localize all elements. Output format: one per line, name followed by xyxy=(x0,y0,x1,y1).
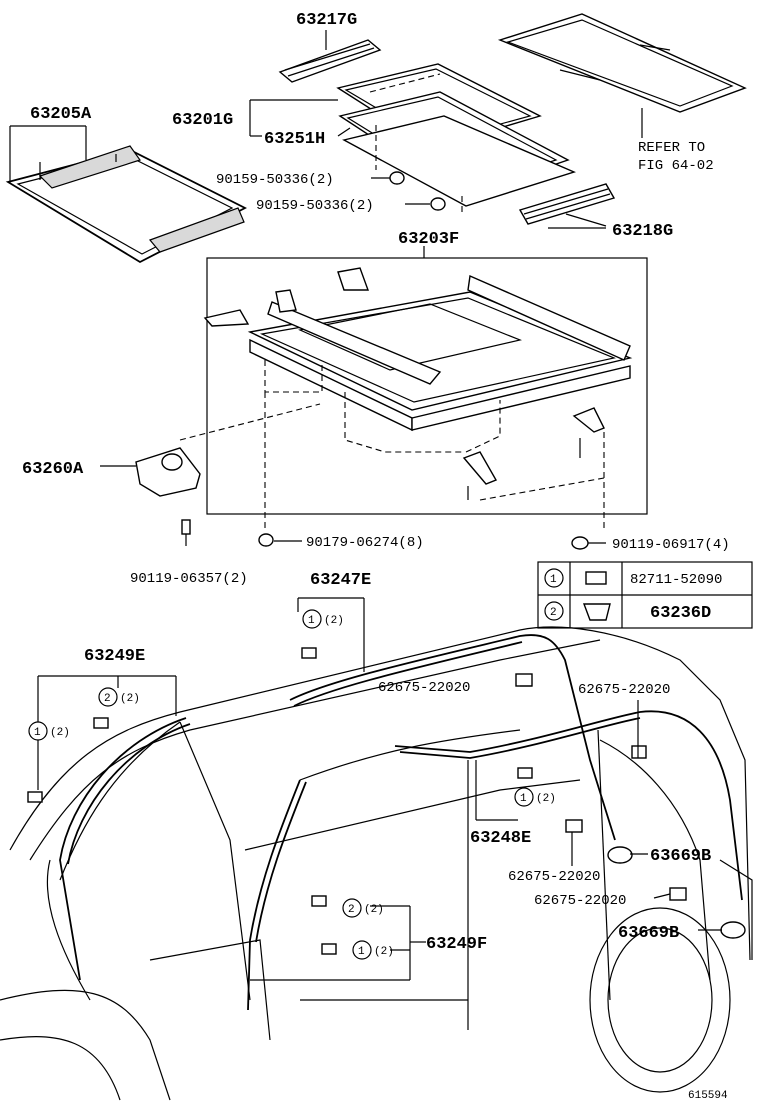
label-63218g: 63218G xyxy=(612,222,673,241)
fastener-drawings xyxy=(258,533,606,550)
label-refer-to: REFER TO xyxy=(638,140,705,156)
label-bolt-90159-1: 90159-50336(2) xyxy=(216,172,334,188)
callout-qty-63249f-1: (2) xyxy=(374,946,394,958)
part-63218g-drawing xyxy=(518,183,616,227)
legend-row2-number: 2 xyxy=(550,607,557,619)
label-90119-06357: 90119-06357(2) xyxy=(130,571,248,587)
label-clip-62675-a: 62675-22020 xyxy=(378,680,470,696)
label-63248e: 63248E xyxy=(470,829,531,848)
label-63203f: 63203F xyxy=(398,230,459,249)
label-clip-62675-c: 62675-22020 xyxy=(508,869,600,885)
callout-2-63249f: 2 xyxy=(348,904,355,916)
legend-row1-part: 82711-52090 xyxy=(630,572,722,588)
housing-frame-drawing xyxy=(203,267,633,500)
callout-qty-63249f-2: (2) xyxy=(364,904,384,916)
label-clip-62675-d: 62675-22020 xyxy=(534,893,626,909)
part-63217g-drawing xyxy=(278,30,382,83)
legend-row1-number: 1 xyxy=(550,574,557,586)
sunshade-drawing xyxy=(497,13,747,138)
label-63669b-upper: 63669B xyxy=(650,847,711,866)
callout-qty-63248e: (2) xyxy=(536,793,556,805)
label-fig-64-02: FIG 64-02 xyxy=(638,158,714,174)
callout-1-63249f: 1 xyxy=(358,946,365,958)
legend-table xyxy=(537,561,753,629)
callout-1-63247e: 1 xyxy=(308,615,315,627)
label-63217g: 63217G xyxy=(296,11,357,30)
label-bolt-90159-2: 90159-50336(2) xyxy=(256,198,374,214)
motor-63260a-drawing xyxy=(100,447,201,546)
callout-1-63248e: 1 xyxy=(520,793,527,805)
drain-hoses xyxy=(59,634,743,1011)
label-63247e: 63247E xyxy=(310,571,371,590)
glass-panel-drawing xyxy=(336,63,577,212)
housing-box xyxy=(206,246,648,515)
callout-qty-63249e-1: (2) xyxy=(50,727,70,739)
figure-number: 615594 xyxy=(688,1090,728,1102)
callout-1-63249e: 1 xyxy=(34,727,41,739)
label-63201g: 63201G xyxy=(172,111,233,130)
part-63205a-drawing xyxy=(5,145,247,264)
callout-circles xyxy=(28,609,534,960)
label-63669b-lower: 63669B xyxy=(618,924,679,943)
label-clip-62675-b: 62675-22020 xyxy=(578,682,670,698)
legend-row2-part: 63236D xyxy=(650,604,711,623)
callout-2-63249e: 2 xyxy=(104,693,111,705)
label-90179-06274: 90179-06274(8) xyxy=(306,535,424,551)
label-63251h: 63251H xyxy=(264,130,325,149)
clip-drawings xyxy=(27,647,746,955)
label-90119-06917: 90119-06917(4) xyxy=(612,537,730,553)
housing-dashed-guides xyxy=(179,360,605,530)
label-63249f: 63249F xyxy=(426,935,487,954)
callout-qty-63249e-2: (2) xyxy=(120,693,140,705)
callout-qty-63247e: (2) xyxy=(324,615,344,627)
label-63205a: 63205A xyxy=(30,105,92,124)
label-63260a: 63260A xyxy=(22,460,84,479)
label-63249e: 63249E xyxy=(84,647,145,666)
leader-lines xyxy=(9,99,722,981)
